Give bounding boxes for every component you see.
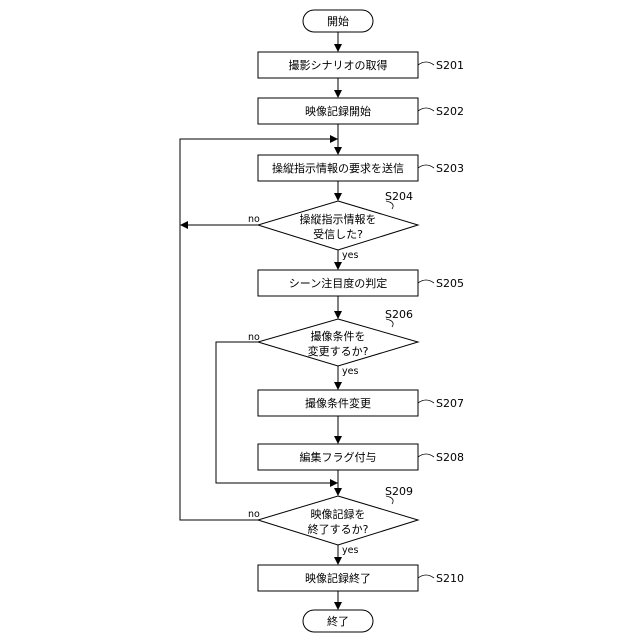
process-s203: 操縦指示情報の要求を送信 S203: [258, 155, 464, 181]
step-s206-id: S206: [385, 308, 413, 321]
decision-s206-no-label: no: [248, 332, 260, 343]
decision-s204-no-label: no: [248, 214, 260, 225]
step-s207-leader: [418, 400, 434, 403]
step-s209-id: S209: [385, 485, 413, 498]
decision-s209-line1: 映像記録を: [311, 507, 366, 521]
end-label: 終了: [327, 614, 349, 628]
process-s210-label: 映像記録終了: [305, 571, 371, 585]
decision-s209: 映像記録を 終了するか? S209 no yes: [248, 485, 418, 556]
step-s205-id: S205: [436, 277, 464, 290]
decision-s209-line2: 終了するか?: [308, 522, 369, 536]
decision-s206-line1: 撮像条件を: [311, 329, 366, 343]
step-s205-leader: [418, 280, 434, 283]
process-s201: 撮影シナリオの取得 S201: [258, 52, 464, 78]
decision-s209-yes-label: yes: [342, 545, 358, 556]
step-s204-id: S204: [385, 190, 413, 203]
decision-s204-line2: 受信した?: [313, 228, 363, 241]
start-label: 開始: [327, 14, 349, 28]
decision-s206: 撮像条件を 変更するか? S206 no yes: [248, 308, 418, 377]
step-s201-id: S201: [436, 59, 464, 72]
process-s203-label: 操縦指示情報の要求を送信: [272, 161, 404, 175]
process-s202: 映像記録開始 S202: [258, 98, 464, 124]
step-s207-id: S207: [436, 397, 464, 410]
process-s208-label: 編集フラグ付与: [300, 450, 377, 464]
process-s205-label: シーン注目度の判定: [289, 276, 387, 290]
process-s207: 撮像条件変更 S207: [258, 390, 464, 416]
end-terminal: 終了: [303, 610, 373, 632]
decision-s204: 操縦指示情報を 受信した? S204 no yes: [248, 190, 418, 261]
step-s208-id: S208: [436, 451, 464, 464]
decision-s206-line2: 変更するか?: [308, 344, 369, 358]
process-s207-label: 撮像条件変更: [305, 396, 371, 410]
step-s203-id: S203: [436, 162, 464, 175]
step-s201-leader: [418, 62, 434, 65]
step-s202-id: S202: [436, 105, 464, 118]
step-s210-id: S210: [436, 572, 464, 585]
process-s205: シーン注目度の判定 S205: [258, 270, 464, 296]
process-s210: 映像記録終了 S210: [258, 565, 464, 591]
start-terminal: 開始: [303, 10, 373, 32]
decision-s204-line1: 操縦指示情報を: [300, 212, 377, 226]
decision-s206-yes-label: yes: [342, 366, 358, 377]
process-s201-label: 撮影シナリオの取得: [289, 58, 388, 72]
step-s203-leader: [418, 165, 434, 168]
decision-s204-yes-label: yes: [342, 250, 358, 261]
decision-s209-no-label: no: [248, 509, 260, 520]
step-s202-leader: [418, 108, 434, 111]
step-s210-leader: [418, 575, 434, 578]
process-s202-label: 映像記録開始: [305, 104, 371, 118]
step-s208-leader: [418, 454, 434, 457]
process-s208: 編集フラグ付与 S208: [258, 444, 464, 470]
